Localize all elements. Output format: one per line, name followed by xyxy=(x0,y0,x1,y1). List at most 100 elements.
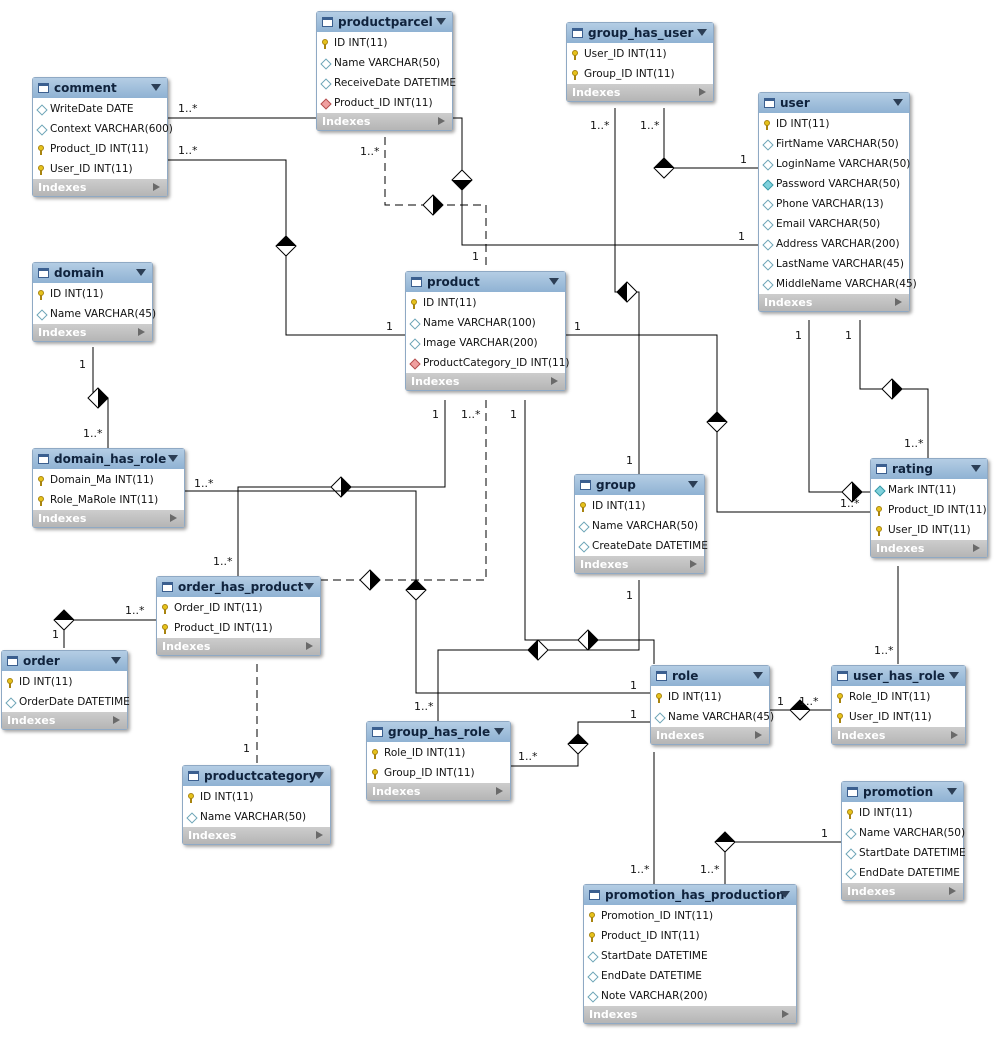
column-row[interactable]: Password VARCHAR(50) xyxy=(759,174,909,194)
expand-arrow-icon[interactable] xyxy=(316,831,323,839)
column-row[interactable]: Product_ID INT(11) xyxy=(871,500,987,520)
column-row[interactable]: Note VARCHAR(200) xyxy=(584,986,796,1006)
column-row[interactable]: Phone VARCHAR(13) xyxy=(759,194,909,214)
collapse-arrow-icon[interactable] xyxy=(168,455,178,462)
column-row[interactable]: Product_ID INT(11) xyxy=(157,618,320,638)
table-role[interactable]: role ID INT(11) Name VARCHAR(45) Indexes xyxy=(650,665,774,745)
indexes-bar[interactable]: Indexes xyxy=(759,294,909,311)
column-row[interactable]: ID INT(11) xyxy=(33,284,152,304)
table-user[interactable]: user ID INT(11) FirtName VARCHAR(50) Log… xyxy=(758,92,917,312)
indexes-bar[interactable]: Indexes xyxy=(651,727,769,744)
table-promotion[interactable]: promotion ID INT(11) Name VARCHAR(50) St… xyxy=(841,781,966,901)
indexes-bar[interactable]: Indexes xyxy=(832,727,965,744)
table-header[interactable]: role xyxy=(651,666,769,686)
column-row[interactable]: Name VARCHAR(100) xyxy=(406,313,565,333)
column-row[interactable]: ProductCategory_ID INT(11) xyxy=(406,353,570,373)
column-row[interactable]: Name VARCHAR(50) xyxy=(842,823,965,843)
expand-arrow-icon[interactable] xyxy=(113,716,120,724)
column-row[interactable]: CreateDate DATETIME xyxy=(575,536,708,556)
indexes-bar[interactable]: Indexes xyxy=(567,84,713,101)
column-row[interactable]: ID INT(11) xyxy=(183,787,330,807)
indexes-bar[interactable]: Indexes xyxy=(33,324,152,341)
table-header[interactable]: group_has_user xyxy=(567,23,713,43)
expand-arrow-icon[interactable] xyxy=(755,731,762,739)
table-product[interactable]: product ID INT(11) Name VARCHAR(100) Ima… xyxy=(405,271,570,391)
indexes-bar[interactable]: Indexes xyxy=(406,373,565,390)
collapse-arrow-icon[interactable] xyxy=(688,481,698,488)
column-row[interactable]: ID INT(11) xyxy=(406,293,565,313)
column-row[interactable]: Address VARCHAR(200) xyxy=(759,234,909,254)
column-row[interactable]: Name VARCHAR(50) xyxy=(183,807,330,827)
column-row[interactable]: Role_ID INT(11) xyxy=(367,743,510,763)
column-row[interactable]: ID INT(11) xyxy=(317,33,452,53)
column-row[interactable]: Name VARCHAR(45) xyxy=(33,304,156,324)
collapse-arrow-icon[interactable] xyxy=(971,465,981,472)
column-row[interactable]: User_ID INT(11) xyxy=(832,707,965,727)
collapse-arrow-icon[interactable] xyxy=(780,891,790,898)
column-row[interactable]: WriteDate DATE xyxy=(33,99,167,119)
column-row[interactable]: Email VARCHAR(50) xyxy=(759,214,909,234)
column-row[interactable]: MiddleName VARCHAR(45) xyxy=(759,274,917,294)
column-row[interactable]: ID INT(11) xyxy=(2,672,127,692)
column-row[interactable]: Product_ID INT(11) xyxy=(584,926,796,946)
indexes-bar[interactable]: Indexes xyxy=(575,556,704,573)
table-header[interactable]: order xyxy=(2,651,127,671)
collapse-arrow-icon[interactable] xyxy=(697,29,707,36)
column-row[interactable]: ID INT(11) xyxy=(842,803,963,823)
table-order[interactable]: order ID INT(11) OrderDate DATETIME Inde… xyxy=(1,650,130,730)
column-row[interactable]: Name VARCHAR(50) xyxy=(317,53,452,73)
expand-arrow-icon[interactable] xyxy=(895,298,902,306)
indexes-bar[interactable]: Indexes xyxy=(33,510,184,527)
indexes-bar[interactable]: Indexes xyxy=(317,113,452,130)
column-row[interactable]: User_ID INT(11) xyxy=(33,159,167,179)
column-row[interactable]: StartDate DATETIME xyxy=(842,843,966,863)
indexes-bar[interactable]: Indexes xyxy=(183,827,330,844)
table-header[interactable]: user_has_role xyxy=(832,666,965,686)
collapse-arrow-icon[interactable] xyxy=(494,728,504,735)
table-header[interactable]: productcategory xyxy=(183,766,330,786)
collapse-arrow-icon[interactable] xyxy=(549,278,559,285)
expand-arrow-icon[interactable] xyxy=(306,642,313,650)
expand-arrow-icon[interactable] xyxy=(782,1010,789,1018)
table-group[interactable]: group ID INT(11) Name VARCHAR(50) Create… xyxy=(574,474,708,574)
expand-arrow-icon[interactable] xyxy=(438,117,445,125)
expand-arrow-icon[interactable] xyxy=(690,560,697,568)
table-domain[interactable]: domain ID INT(11) Name VARCHAR(45) Index… xyxy=(32,262,156,342)
expand-arrow-icon[interactable] xyxy=(153,183,160,191)
collapse-arrow-icon[interactable] xyxy=(947,788,957,795)
expand-arrow-icon[interactable] xyxy=(949,887,956,895)
column-row[interactable]: Order_ID INT(11) xyxy=(157,598,320,618)
column-row[interactable]: EndDate DATETIME xyxy=(584,966,796,986)
table-domain_has_role[interactable]: domain_has_role Domain_Ma INT(11) Role_M… xyxy=(32,448,185,528)
expand-arrow-icon[interactable] xyxy=(138,328,145,336)
column-row[interactable]: Group_ID INT(11) xyxy=(567,64,713,84)
column-row[interactable]: Domain_Ma INT(11) xyxy=(33,470,184,490)
column-row[interactable]: Product_ID INT(11) xyxy=(317,93,452,113)
table-header[interactable]: domain_has_role xyxy=(33,449,184,469)
table-header[interactable]: domain xyxy=(33,263,152,283)
column-row[interactable]: Name VARCHAR(50) xyxy=(575,516,704,536)
collapse-arrow-icon[interactable] xyxy=(753,672,763,679)
collapse-arrow-icon[interactable] xyxy=(151,84,161,91)
expand-arrow-icon[interactable] xyxy=(699,88,706,96)
column-row[interactable]: Name VARCHAR(45) xyxy=(651,707,774,727)
table-productcategory[interactable]: productcategory ID INT(11) Name VARCHAR(… xyxy=(182,765,331,845)
indexes-bar[interactable]: Indexes xyxy=(157,638,320,655)
column-row[interactable]: ID INT(11) xyxy=(575,496,704,516)
column-row[interactable]: ID INT(11) xyxy=(759,114,909,134)
column-row[interactable]: Role_MaRole INT(11) xyxy=(33,490,184,510)
table-header[interactable]: rating xyxy=(871,459,987,479)
table-header[interactable]: product xyxy=(406,272,565,292)
column-row[interactable]: LastName VARCHAR(45) xyxy=(759,254,909,274)
expand-arrow-icon[interactable] xyxy=(973,544,980,552)
collapse-arrow-icon[interactable] xyxy=(893,99,903,106)
indexes-bar[interactable]: Indexes xyxy=(871,540,987,557)
column-row[interactable]: Context VARCHAR(600) xyxy=(33,119,173,139)
table-user_has_role[interactable]: user_has_role Role_ID INT(11) User_ID IN… xyxy=(831,665,966,745)
table-group_has_user[interactable]: group_has_user User_ID INT(11) Group_ID … xyxy=(566,22,714,102)
table-group_has_role[interactable]: group_has_role Role_ID INT(11) Group_ID … xyxy=(366,721,511,801)
indexes-bar[interactable]: Indexes xyxy=(584,1006,796,1023)
column-row[interactable]: EndDate DATETIME xyxy=(842,863,963,883)
column-row[interactable]: ReceiveDate DATETIME xyxy=(317,73,456,93)
column-row[interactable]: Promotion_ID INT(11) xyxy=(584,906,796,926)
